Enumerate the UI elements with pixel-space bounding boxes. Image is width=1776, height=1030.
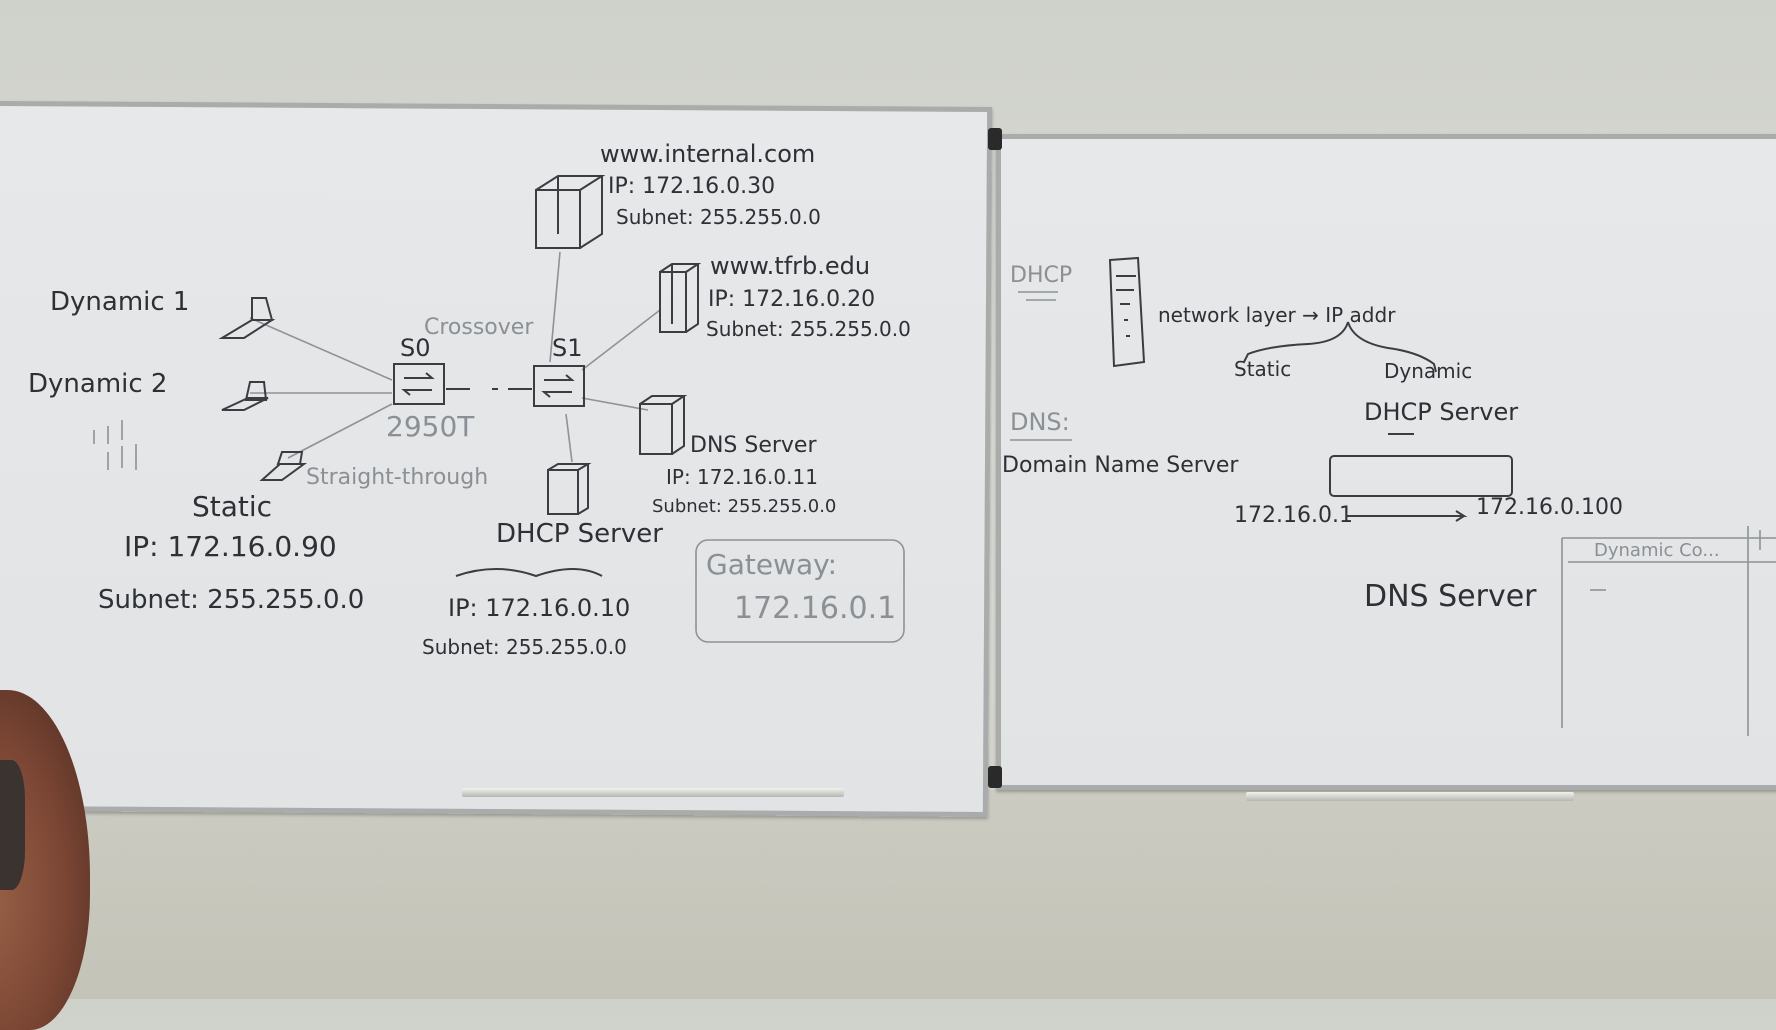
dhcp-server-ip: IP: 172.16.0.10 [448, 594, 630, 622]
domain-name-server: Domain Name Server [1002, 453, 1239, 478]
table-header: Dynamic Co... [1594, 540, 1720, 561]
address-pool-box [1329, 455, 1513, 497]
dns-server-note: DNS Server [1364, 579, 1537, 614]
internal-subnet: Subnet: 255.255.0.0 [616, 205, 821, 229]
laptop-static-icon [259, 451, 308, 481]
dns-server-ip: IP: 172.16.0.11 [666, 465, 818, 489]
dns-heading: DNS: [1010, 408, 1070, 436]
gateway-box [695, 539, 905, 643]
static-subnet: Subnet: 255.255.0.0 [98, 585, 364, 615]
network-diagram: www.internal.com IP: 172.16.0.30 Subnet:… [28, 140, 911, 659]
static-label: Static [192, 490, 272, 523]
laptop-dynamic1-icon [218, 297, 276, 339]
server-internal-icon [535, 175, 606, 249]
static-branch: Static [1234, 357, 1291, 381]
straight-through-label: Straight-through [306, 465, 488, 490]
board-clip [988, 766, 1002, 788]
switch-s1-icon [533, 365, 585, 407]
dhcp-dns-notes: DHCP network layer → IP addr Static Dyna… [1002, 256, 1776, 736]
switch-s0-label: S0 [400, 334, 431, 362]
network-layer-label: network layer → IP addr [1158, 303, 1396, 327]
range-end: 172.16.0.100 [1476, 495, 1623, 520]
dhcp-server-note: DHCP Server [1364, 398, 1518, 426]
laptop-dynamic2-icon [221, 381, 269, 411]
switch-s0-icon [393, 363, 445, 405]
dynamic-config-table: Dynamic Co... [1561, 526, 1776, 736]
server-dhcp-icon [547, 463, 592, 515]
wall [0, 790, 1776, 999]
internal-host: www.internal.com [600, 140, 815, 168]
internal-ip: IP: 172.16.0.30 [608, 174, 775, 199]
edu-host: www.tfrb.edu [710, 252, 870, 280]
person-sleeve [0, 760, 25, 890]
marker-tray-right [1246, 792, 1574, 801]
dns-server-title: DNS Server [690, 433, 817, 458]
server-tower-icon [1108, 256, 1146, 368]
dynamic2-label: Dynamic 2 [28, 369, 167, 399]
switch-s1-label: S1 [552, 334, 583, 362]
dynamic-branch: Dynamic [1384, 359, 1472, 383]
crossover-label: Crossover [424, 315, 534, 340]
board-clip [988, 128, 1002, 150]
static-ip: IP: 172.16.0.90 [124, 530, 337, 563]
edu-ip: IP: 172.16.0.20 [708, 287, 875, 312]
server-edu-icon [659, 263, 702, 333]
whiteboard-right [996, 134, 1776, 790]
whiteboard-drawing: www.internal.com IP: 172.16.0.30 Subnet:… [28, 140, 1776, 736]
dhcp-heading: DHCP [1010, 263, 1072, 288]
dhcp-server-subnet: Subnet: 255.255.0.0 [422, 635, 627, 659]
server-dns-icon [639, 395, 688, 455]
dns-server-subnet: Subnet: 255.255.0.0 [652, 496, 836, 517]
gateway-ip: 172.16.0.1 [734, 591, 896, 626]
gateway-title: Gateway: [706, 548, 837, 581]
dhcp-server-title: DHCP Server [496, 519, 663, 549]
edu-subnet: Subnet: 255.255.0.0 [706, 317, 911, 341]
marker-tray-left [462, 788, 844, 797]
range-start: 172.16.0.1 [1234, 503, 1353, 528]
dynamic1-label: Dynamic 1 [50, 287, 189, 317]
switch-model: 2950T [386, 410, 475, 443]
